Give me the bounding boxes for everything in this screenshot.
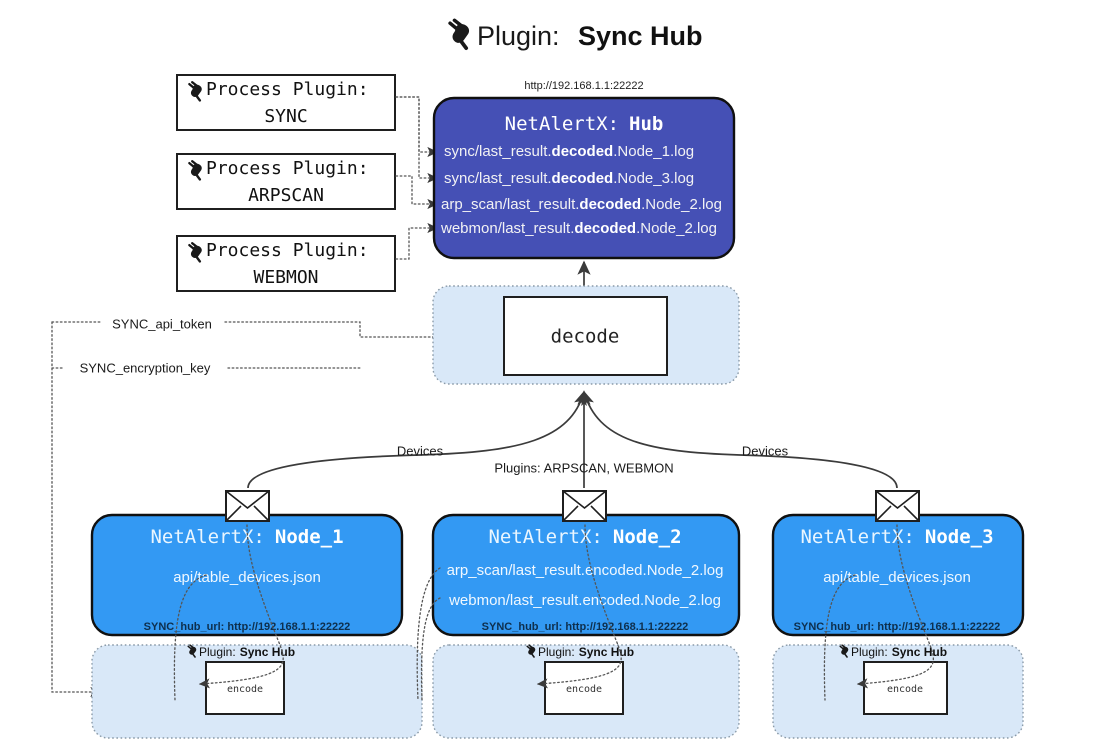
title-prefix: Plugin: <box>477 21 560 51</box>
node-header: NetAlertX:Node_1 <box>150 526 343 548</box>
secret-encryption-key-label: SYNC_encryption_key <box>80 360 211 375</box>
encode-container-node-1: Plugin:Sync Hub encode <box>91 644 423 739</box>
encode-plugin-label: Plugin:Sync Hub <box>851 645 947 659</box>
edge-label-devices-right: Devices <box>742 443 789 458</box>
process-plugin-sync[interactable]: Process Plugin: SYNC <box>176 74 396 131</box>
decode-label: decode <box>551 326 620 348</box>
page-title: Plugin: Sync Hub <box>448 18 703 51</box>
secret-api-token-label: SYNC_api_token <box>112 316 212 331</box>
edge-node1-encode-loop <box>173 524 284 701</box>
encode-plugin-label: Plugin:Sync Hub <box>538 645 634 659</box>
edge-node3-to-decode <box>581 390 898 489</box>
process-plugin-name: ARPSCAN <box>248 185 324 206</box>
edge-webmon-to-hub <box>395 222 439 260</box>
node-hub-url: SYNC_hub_url: http://192.168.1.1:22222 <box>794 621 1001 633</box>
node-box-node-2[interactable]: NetAlertX:Node_2 arp_scan/last_result.en… <box>431 513 741 637</box>
process-plugin-name: SYNC <box>264 106 307 127</box>
node-line: api/table_devices.json <box>173 569 321 586</box>
edge-arpscan-to-hub <box>395 175 439 210</box>
process-plugin-label: Process Plugin: <box>206 79 369 100</box>
encode-container-node-3: Plugin:Sync Hub encode <box>772 644 1024 739</box>
hub-log-line: sync/last_result.decoded.Node_1.log <box>444 143 694 160</box>
edge-label-plugins-mid: Plugins: ARPSCAN, WEBMON <box>494 460 673 475</box>
hub-log-line: webmon/last_result.decoded.Node_2.log <box>440 220 717 237</box>
encode-label: encode <box>887 684 923 695</box>
hub-box[interactable]: NetAlertX:Hub sync/last_result.decoded.N… <box>432 96 736 260</box>
encode-plugin-label: Plugin:Sync Hub <box>199 645 295 659</box>
node-hub-url: SYNC_hub_url: http://192.168.1.1:22222 <box>482 621 689 633</box>
process-plugin-label: Process Plugin: <box>206 240 369 261</box>
secret-routes <box>51 321 490 698</box>
hub-log-line: sync/last_result.decoded.Node_3.log <box>444 170 694 187</box>
edge-node2-encode-loop <box>416 524 622 701</box>
process-plugin-label: Process Plugin: <box>206 158 369 179</box>
node-header: NetAlertX:Node_3 <box>800 526 993 548</box>
process-plugin-webmon[interactable]: Process Plugin: WEBMON <box>176 235 396 292</box>
edge-sync-to-hub <box>395 96 439 184</box>
node-line: webmon/last_result.encoded.Node_2.log <box>448 592 721 609</box>
envelope-icon <box>562 490 607 522</box>
envelope-icon <box>875 490 920 522</box>
encode-label: encode <box>566 684 602 695</box>
encode-container-node-2: Plugin:Sync Hub encode <box>432 644 740 739</box>
node-hub-url: SYNC_hub_url: http://192.168.1.1:22222 <box>144 621 351 633</box>
edge-node3-encode-loop <box>823 524 934 701</box>
plug-icon <box>448 18 471 51</box>
hub-log-line: arp_scan/last_result.decoded.Node_2.log <box>441 196 722 213</box>
node-header: NetAlertX:Node_2 <box>488 526 681 548</box>
edge-label-devices-left: Devices <box>397 443 444 458</box>
process-plugin-arpscan[interactable]: Process Plugin: ARPSCAN <box>176 153 396 210</box>
node-line: api/table_devices.json <box>823 569 971 586</box>
title-name: Sync Hub <box>578 21 703 51</box>
hub-url-label: http://192.168.1.1:22222 <box>524 80 643 92</box>
process-plugin-name: WEBMON <box>253 267 318 288</box>
hub-header: NetAlertX:Hub <box>505 113 664 135</box>
encode-label: encode <box>227 684 263 695</box>
envelope-icon <box>225 490 270 522</box>
node-box-node-3[interactable]: NetAlertX:Node_3 api/table_devices.json … <box>771 513 1025 637</box>
node-line: arp_scan/last_result.encoded.Node_2.log <box>447 562 724 579</box>
edge-node1-to-decode <box>247 390 587 489</box>
decode-container: decode <box>432 285 740 385</box>
